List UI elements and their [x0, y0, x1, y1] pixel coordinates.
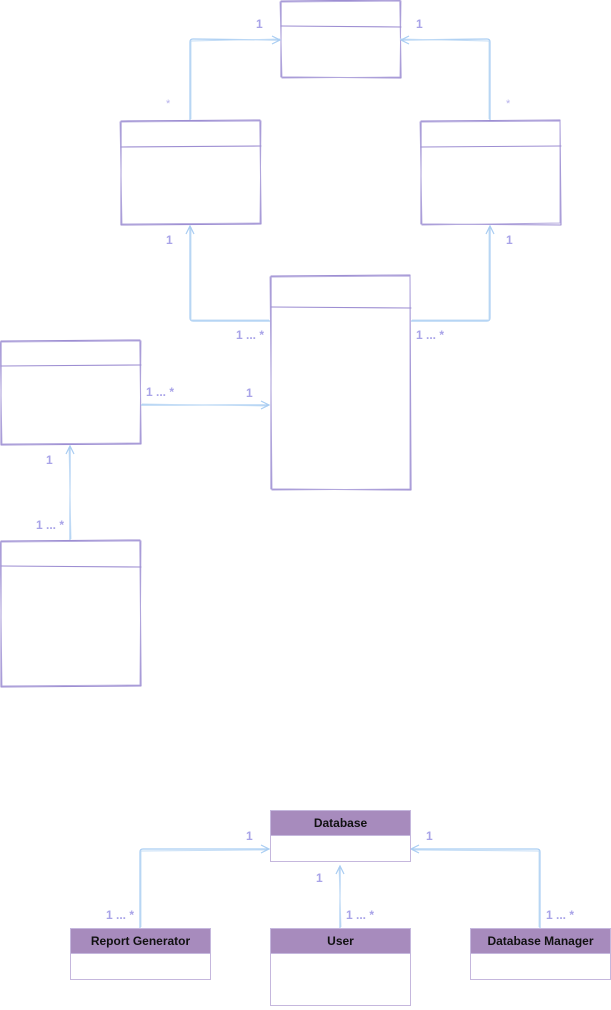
mult-right-mid-source: * [506, 98, 511, 110]
uml-edge-manager-to-database [409, 844, 541, 928]
mult-center-right-source: 1 ... * [416, 328, 444, 342]
mult-report-source: 1 ... * [106, 908, 134, 922]
class-report-generator-title: Report Generator [71, 929, 210, 954]
mult-side-source: 1 ... * [146, 385, 174, 399]
mult-user-target: 1 [316, 871, 323, 885]
class-report-generator[interactable]: Report Generator [70, 928, 211, 980]
mult-manager-source: 1 ... * [546, 908, 574, 922]
sketch-edge-left-to-top [189, 35, 282, 120]
mult-side-target: 1 [246, 386, 253, 400]
mult-manager-target: 1 [426, 829, 433, 843]
uml-edge-user-to-database [335, 864, 345, 928]
uml-edge-report-to-database [139, 844, 271, 928]
mult-center-left-source: 1 ... * [236, 328, 264, 342]
mult-right-mid-target: 1 [506, 233, 513, 247]
mult-user-source: 1 ... * [346, 908, 374, 922]
sketch-edge-right-to-top [399, 35, 491, 120]
mult-left-mid-source: * [166, 98, 171, 110]
class-database-manager-title: Database Manager [471, 929, 610, 954]
mult-top-left-target: 1 [256, 17, 263, 31]
mult-report-target: 1 [246, 829, 253, 843]
sketch-edge-side-to-center [141, 400, 271, 410]
sketch-class-top[interactable] [279, 0, 402, 79]
mult-left-mid-target: 1 [166, 233, 173, 247]
sketch-class-bottom-left[interactable] [0, 539, 142, 688]
sketch-edge-center-to-left [185, 224, 270, 322]
class-user[interactable]: User [270, 928, 411, 1006]
class-database[interactable]: Database [270, 810, 411, 862]
class-database-manager[interactable]: Database Manager [470, 928, 611, 980]
mult-top-right-target: 1 [416, 17, 423, 31]
sketch-class-center[interactable] [269, 274, 412, 491]
sketch-edge-bottom-to-side [65, 444, 75, 540]
sketch-edge-center-to-right [411, 224, 495, 322]
mult-bottom-left-source: 1 ... * [36, 518, 64, 532]
mult-bottom-left-target: 1 [46, 453, 53, 467]
sketch-class-right[interactable] [419, 119, 562, 226]
sketch-class-side[interactable] [0, 339, 142, 446]
class-database-title: Database [271, 811, 410, 836]
sketch-class-left[interactable] [119, 119, 262, 226]
class-user-title: User [271, 929, 410, 954]
